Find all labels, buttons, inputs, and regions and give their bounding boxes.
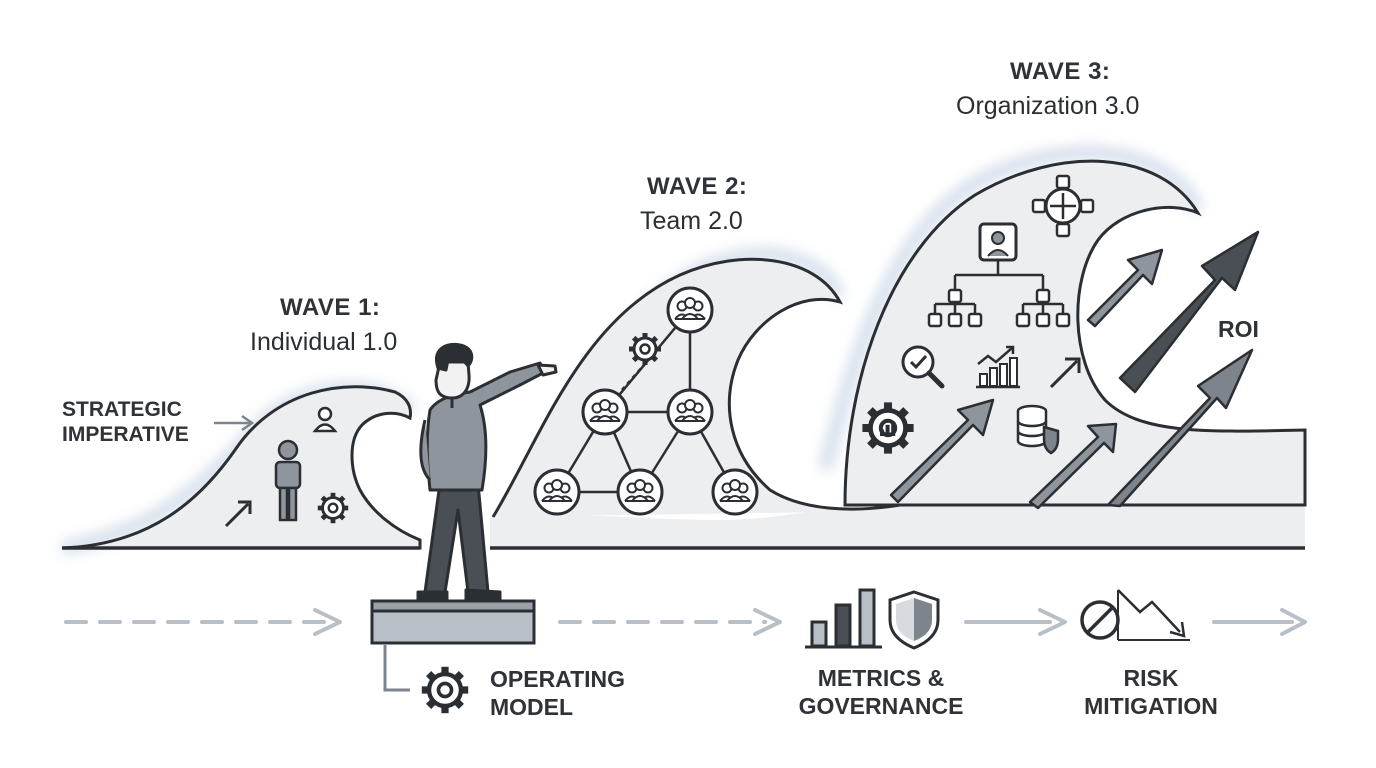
team-icon — [581, 388, 629, 436]
org-chart-icon — [927, 222, 1071, 328]
team-icon — [616, 468, 664, 516]
target-icon — [1031, 174, 1095, 238]
operating-model-label: OPERATING MODEL — [490, 665, 625, 721]
wave-2-title: WAVE 2: — [647, 173, 748, 200]
magnifier-check-icon — [901, 345, 945, 389]
metrics-line-2: GOVERNANCE — [798, 693, 964, 719]
operating-line-1: OPERATING — [490, 666, 626, 692]
strategic-line-2: IMPERATIVE — [62, 423, 189, 446]
team-icon — [666, 388, 714, 436]
bar-graph-icon — [805, 588, 882, 649]
gear-icon — [422, 667, 468, 713]
pedestal — [370, 599, 536, 692]
sea-surface — [490, 505, 1305, 548]
database-shield-icon — [1016, 404, 1060, 455]
operating-line-2: MODEL — [490, 694, 574, 720]
arrow-icon — [1049, 357, 1081, 389]
growth-arrow — [889, 398, 995, 504]
roi-arrows — [889, 230, 1260, 510]
wave-1-title: WAVE 1: — [280, 294, 381, 321]
growth-arrow — [1106, 348, 1254, 508]
growth-arrow — [1086, 248, 1164, 328]
wave-2-subtitle: Team 2.0 — [640, 207, 743, 235]
risk-line-2: MITIGATION — [1084, 693, 1218, 719]
arrow-icon — [214, 414, 255, 432]
bar-chart-icon — [976, 345, 1020, 389]
roi-label: ROI — [1218, 316, 1259, 342]
risk-line-1: RISK — [1123, 665, 1179, 691]
gear-icon — [629, 333, 661, 365]
wave-3 — [843, 159, 1307, 507]
metrics-governance-label: METRICS & GOVERNANCE — [796, 664, 966, 720]
arrow-icon — [224, 500, 252, 528]
team-icon — [533, 468, 581, 516]
growth-arrow-roi — [1118, 230, 1260, 394]
team-icon — [666, 286, 714, 334]
wave-3-title: WAVE 3: — [1010, 58, 1111, 85]
team-icon — [711, 468, 759, 516]
person-icon — [274, 439, 302, 522]
timeline — [64, 608, 1307, 636]
growth-arrow — [1028, 422, 1118, 510]
no-entry-icon — [1080, 600, 1120, 640]
person-pointing — [416, 342, 558, 604]
team-network — [533, 286, 759, 516]
gear-chart-icon — [862, 402, 913, 453]
trend-down-icon — [1117, 589, 1190, 641]
risk-mitigation-label: RISK MITIGATION — [1074, 664, 1228, 720]
strategic-imperative-label: STRATEGIC IMPERATIVE — [62, 397, 189, 447]
strategic-line-1: STRATEGIC — [62, 398, 182, 421]
wave-1-subtitle: Individual 1.0 — [250, 328, 398, 356]
metrics-line-1: METRICS & — [817, 665, 945, 691]
shield-icon — [888, 590, 940, 650]
user-icon — [312, 406, 338, 433]
wave-3-subtitle: Organization 3.0 — [956, 92, 1140, 120]
gear-icon — [318, 493, 348, 523]
